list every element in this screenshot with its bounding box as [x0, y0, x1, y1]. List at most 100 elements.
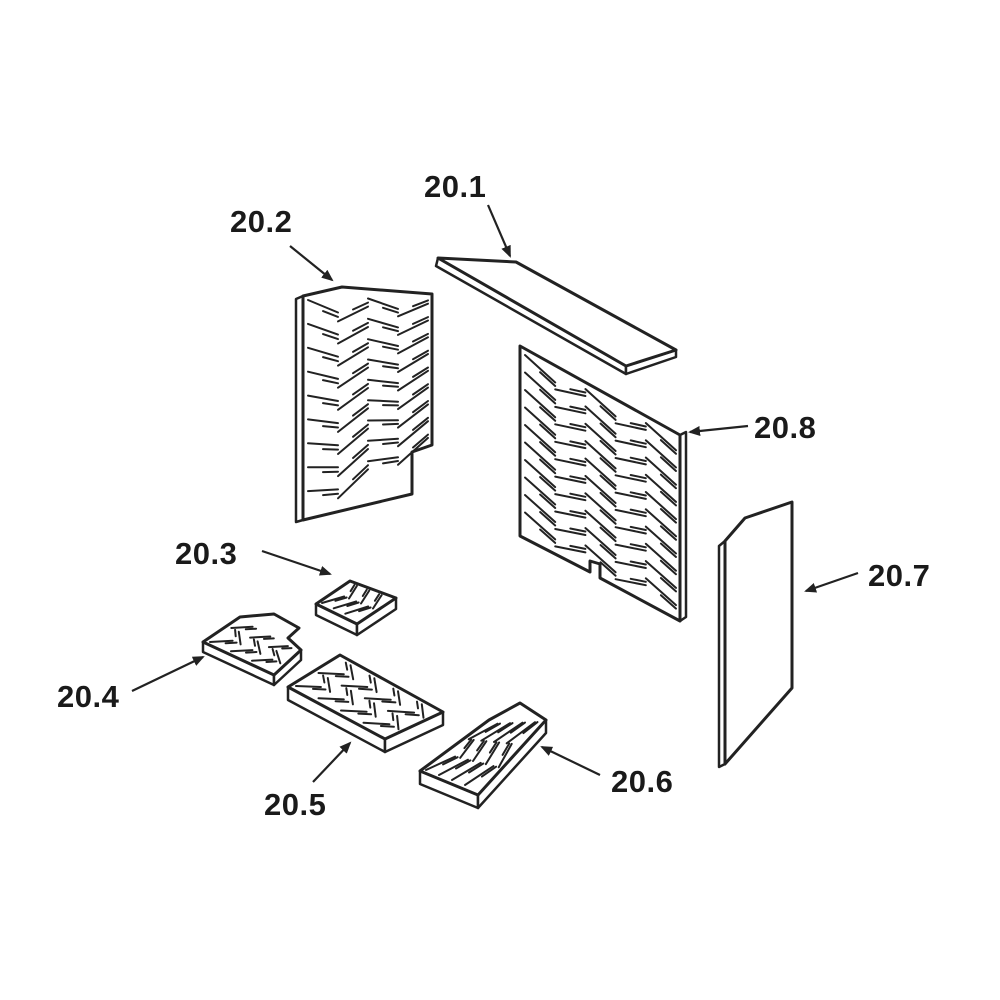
pattern-line	[659, 542, 677, 558]
pattern-line	[397, 386, 429, 411]
pattern-line	[382, 460, 399, 465]
pattern-line	[337, 366, 369, 389]
pattern-line	[267, 645, 289, 649]
pattern-line	[524, 441, 557, 471]
herringbone-pattern	[524, 354, 677, 610]
pattern-line	[322, 448, 339, 451]
pattern-line	[382, 441, 399, 445]
pattern-line	[468, 762, 485, 774]
pattern-line	[326, 677, 332, 693]
pattern-line	[539, 528, 557, 544]
pattern-line	[644, 508, 677, 538]
pattern-line	[463, 738, 473, 750]
part-20-8-back-panel	[518, 344, 688, 623]
pattern-line	[659, 439, 677, 455]
label-20-6: 20.6	[611, 764, 673, 799]
pattern-line	[357, 712, 373, 716]
pattern-line	[397, 403, 429, 429]
pattern-line	[467, 722, 499, 741]
pattern-line	[569, 457, 587, 463]
pattern-line	[321, 595, 346, 604]
pattern-line	[659, 456, 677, 472]
pattern-line	[480, 722, 511, 742]
pattern-line	[358, 687, 373, 691]
pattern-line	[539, 511, 557, 527]
pattern-line	[322, 674, 326, 684]
pattern-line	[584, 544, 617, 574]
pattern-line	[569, 388, 587, 394]
pattern-line	[509, 721, 526, 734]
pattern-line	[251, 658, 274, 662]
pattern-line	[392, 687, 396, 697]
pattern-line	[412, 332, 429, 343]
leader-arrow-20-2	[289, 245, 334, 282]
pattern-line	[396, 714, 400, 731]
pattern-line	[361, 588, 368, 597]
pattern-line	[295, 685, 322, 688]
pattern-line	[372, 594, 383, 610]
pattern-line	[629, 491, 647, 497]
pattern-line	[412, 383, 429, 396]
pattern-line	[599, 405, 617, 421]
pattern-line	[614, 543, 647, 552]
pattern-line	[599, 439, 617, 456]
pattern-line	[554, 510, 587, 519]
pattern-line	[472, 740, 488, 762]
pattern-line	[584, 457, 617, 487]
pattern-line	[416, 700, 419, 710]
pattern-line	[464, 765, 495, 786]
pattern-line	[524, 354, 557, 384]
pattern-line	[265, 660, 278, 663]
pattern-line	[524, 476, 557, 506]
pattern-line	[334, 675, 350, 678]
herringbone-pattern	[295, 661, 425, 731]
pattern-line	[644, 491, 677, 521]
pattern-line	[420, 703, 425, 719]
herringbone-pattern	[209, 625, 293, 665]
pattern-line	[554, 545, 587, 554]
pattern-line	[373, 702, 377, 718]
pattern-line	[455, 759, 472, 770]
pattern-line	[349, 689, 354, 706]
pattern-line	[442, 756, 459, 766]
pattern-line	[209, 639, 234, 643]
pattern-line	[569, 423, 587, 429]
pattern-line	[629, 543, 647, 549]
pattern-line	[397, 436, 429, 466]
pattern-line	[382, 345, 399, 351]
pattern-line	[249, 635, 272, 639]
leader-arrow-20-8	[688, 424, 749, 436]
pattern-line	[599, 474, 617, 491]
pattern-line	[352, 382, 369, 396]
pattern-line	[584, 474, 617, 504]
pattern-line	[397, 690, 402, 706]
pattern-line	[382, 422, 399, 426]
pattern-line	[522, 721, 539, 735]
pattern-line	[245, 651, 258, 654]
leader-arrow-20-6	[540, 746, 601, 776]
pattern-line	[412, 299, 429, 308]
pattern-line	[412, 349, 429, 361]
pattern-line	[367, 456, 399, 463]
pattern-line	[614, 526, 647, 535]
pattern-line	[381, 700, 397, 704]
pattern-line	[554, 528, 587, 536]
pattern-line	[584, 440, 617, 470]
pattern-line	[337, 326, 369, 345]
pattern-line	[599, 509, 617, 525]
pattern-line	[322, 333, 339, 341]
pattern-line	[307, 370, 339, 380]
pattern-line	[397, 302, 429, 318]
pattern-line	[344, 605, 370, 615]
pattern-line	[488, 741, 498, 754]
pattern-line	[554, 388, 587, 397]
pattern-line	[569, 475, 587, 481]
pattern-line	[629, 508, 647, 514]
pattern-line	[554, 493, 587, 502]
pattern-line	[404, 713, 420, 717]
pattern-line	[367, 399, 399, 403]
pattern-line	[360, 589, 371, 605]
pattern-line	[337, 387, 369, 411]
pattern-line	[412, 316, 429, 325]
pattern-line	[382, 365, 399, 370]
